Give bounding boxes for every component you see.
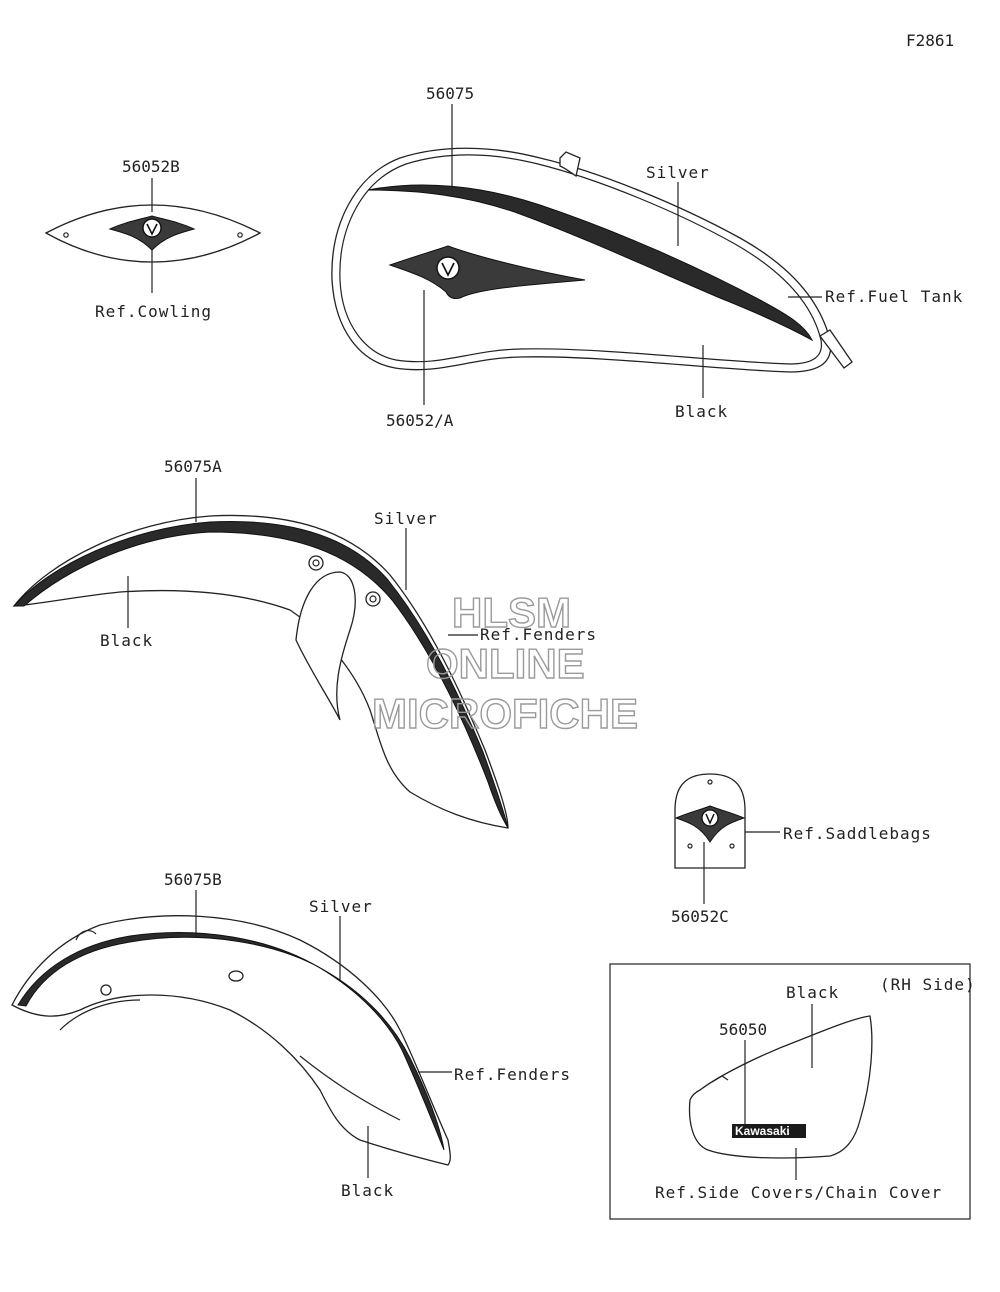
callout-56050: 56050	[719, 1020, 767, 1039]
ref-side-covers-label: Ref.Side Covers/Chain Cover	[655, 1183, 942, 1202]
callout-56075: 56075	[426, 84, 474, 103]
tank-v-badge-icon	[388, 245, 586, 299]
callout-56052c: 56052C	[671, 907, 729, 926]
tank-black-label: Black	[675, 402, 728, 421]
ref-fenders-rear-label: Ref.Fenders	[454, 1065, 571, 1084]
rear-silver-label: Silver	[309, 897, 373, 916]
watermark: HLSM ONLINE MICROFICHE	[371, 588, 638, 737]
side-cover-part[interactable]: Kawasaki	[688, 1015, 873, 1159]
tank-silver-label: Silver	[646, 163, 710, 182]
inset-side-label: (RH Side)	[880, 975, 976, 994]
front-black-label: Black	[100, 631, 153, 650]
ref-fenders-front-label: Ref.Fenders	[480, 625, 597, 644]
watermark-line2: ONLINE	[426, 640, 585, 687]
callout-56075a: 56075A	[164, 457, 222, 476]
ref-saddlebags-label: Ref.Saddlebags	[783, 824, 932, 843]
watermark-line3: MICROFICHE	[372, 690, 638, 737]
ref-fuel-tank-label: Ref.Fuel Tank	[825, 287, 963, 306]
rear-fender-part[interactable]	[11, 915, 451, 1166]
callout-56052a: 56052/A	[386, 411, 454, 430]
ref-cowling-label: Ref.Cowling	[95, 302, 212, 321]
kawasaki-emblem	[732, 1124, 806, 1138]
fuel-tank-part[interactable]	[331, 147, 853, 373]
rear-black-label: Black	[341, 1181, 394, 1200]
inset-box	[609, 963, 971, 1220]
callout-56075b: 56075B	[164, 870, 222, 889]
front-fender-part[interactable]	[12, 514, 509, 829]
figure-id: F2861	[906, 31, 954, 50]
watermark-line1: HLSM	[452, 589, 571, 636]
kawasaki-emblem-text: Kawasaki	[735, 1124, 790, 1138]
callout-56052b: 56052B	[122, 157, 180, 176]
saddlebag-emblem-part[interactable]	[674, 773, 746, 869]
front-silver-label: Silver	[374, 509, 438, 528]
inset-black-label: Black	[786, 983, 839, 1002]
cowling-emblem-part[interactable]	[44, 204, 262, 263]
